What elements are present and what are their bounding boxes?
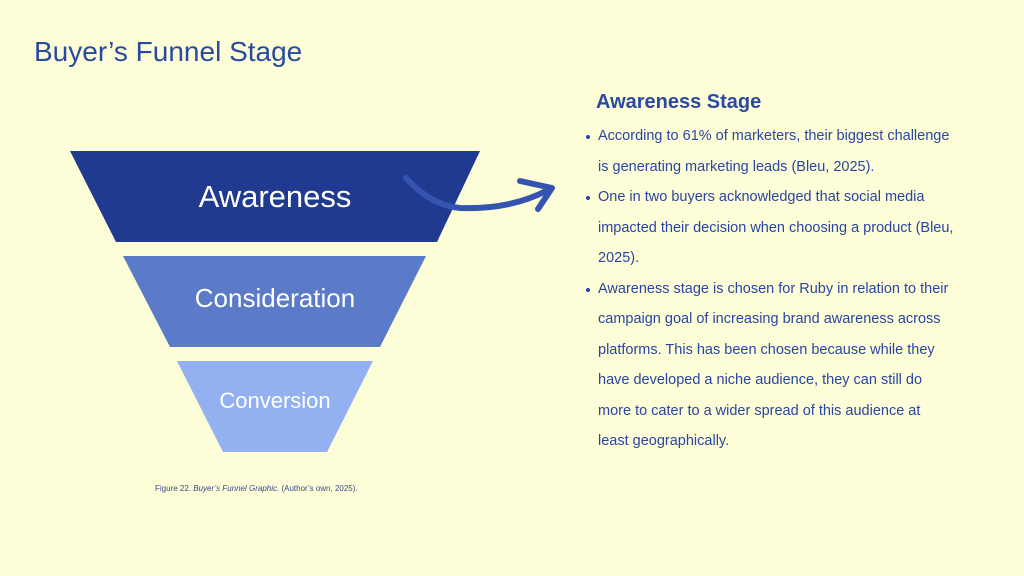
arrow-icon	[403, 175, 555, 212]
funnel-stage-awareness	[70, 151, 480, 242]
bullet-item: According to 61% of marketers, their big…	[584, 121, 954, 182]
funnel-label-conversion: Conversion	[219, 388, 330, 413]
stage-heading: Awareness Stage	[596, 91, 762, 113]
funnel-label-consideration: Consideration	[195, 283, 355, 313]
caption-source: (Author’s own, 2025).	[279, 484, 358, 493]
bullet-item: Awareness stage is chosen for Ruby in re…	[584, 274, 954, 457]
caption-prefix: Figure 22.	[155, 484, 194, 493]
funnel-stage-consideration	[123, 256, 426, 347]
caption-title: Buyer’s Funnel Graphic.	[193, 484, 280, 493]
figure-caption: Figure 22. Buyer’s Funnel Graphic. (Auth…	[155, 484, 358, 493]
slide-title: Buyer’s Funnel Stage	[34, 36, 303, 67]
funnel-label-awareness: Awareness	[199, 179, 352, 214]
funnel-stage-conversion	[177, 361, 373, 452]
bullet-list: According to 61% of marketers, their big…	[584, 121, 954, 457]
bullet-item: One in two buyers acknowledged that soci…	[584, 182, 954, 274]
